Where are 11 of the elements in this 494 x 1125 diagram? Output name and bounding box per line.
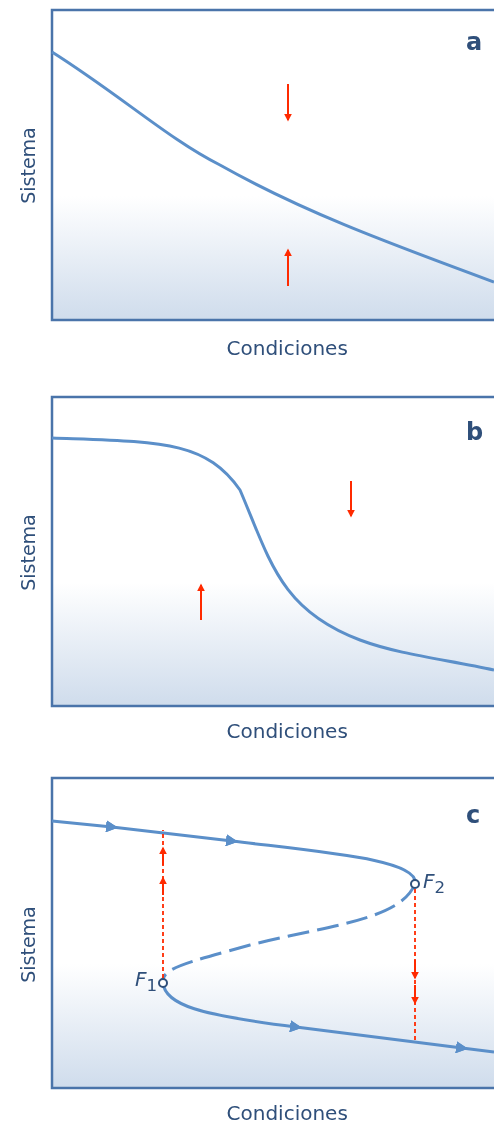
axis-label: Sistema: [18, 126, 38, 204]
panel-letter: a: [466, 30, 483, 54]
point-label: F$_{2}$: [423, 871, 446, 897]
point-label: F$_{1}$: [135, 969, 158, 995]
panel-letter: c: [466, 803, 481, 827]
axis-label: Sistema: [18, 905, 38, 983]
panel-letter: b: [466, 420, 484, 444]
axis-label: Condiciones: [226, 721, 348, 741]
axis-label: Sistema: [18, 513, 38, 591]
axis-label: Condiciones: [226, 338, 348, 358]
axis-label: Condiciones: [226, 1103, 348, 1123]
